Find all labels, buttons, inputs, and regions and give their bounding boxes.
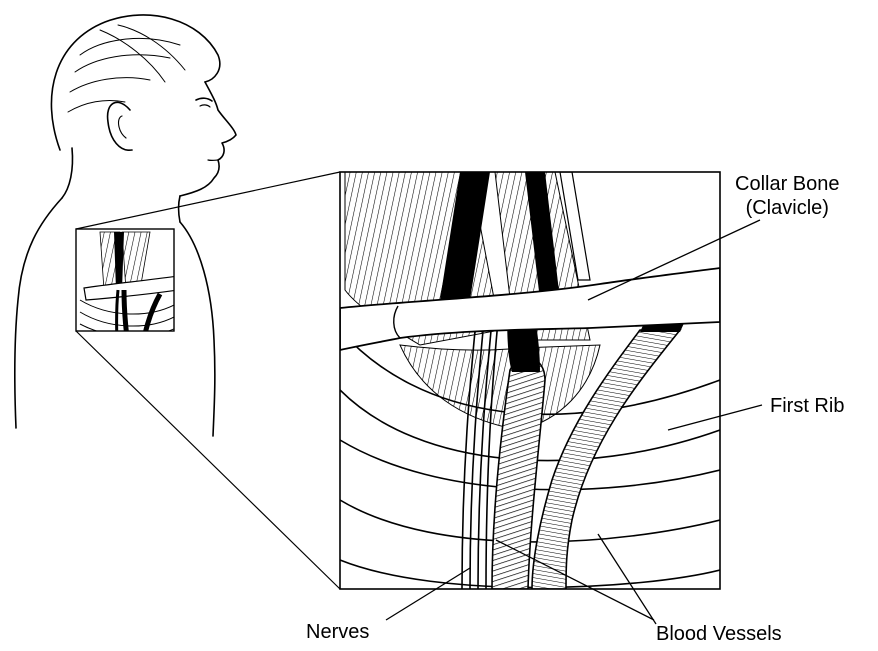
nerves-label: Nerves xyxy=(306,620,369,644)
person-figure xyxy=(15,15,236,436)
collar-bone-label-line1: Collar Bone xyxy=(735,172,840,196)
small-inset xyxy=(76,229,178,362)
enlarged-view xyxy=(340,172,720,589)
blood-vessels-label: Blood Vessels xyxy=(656,622,782,646)
collar-bone-label-line2: (Clavicle) xyxy=(735,196,840,220)
collar-bone-label: Collar Bone (Clavicle) xyxy=(735,172,840,220)
first-rib-label: First Rib xyxy=(770,394,844,418)
